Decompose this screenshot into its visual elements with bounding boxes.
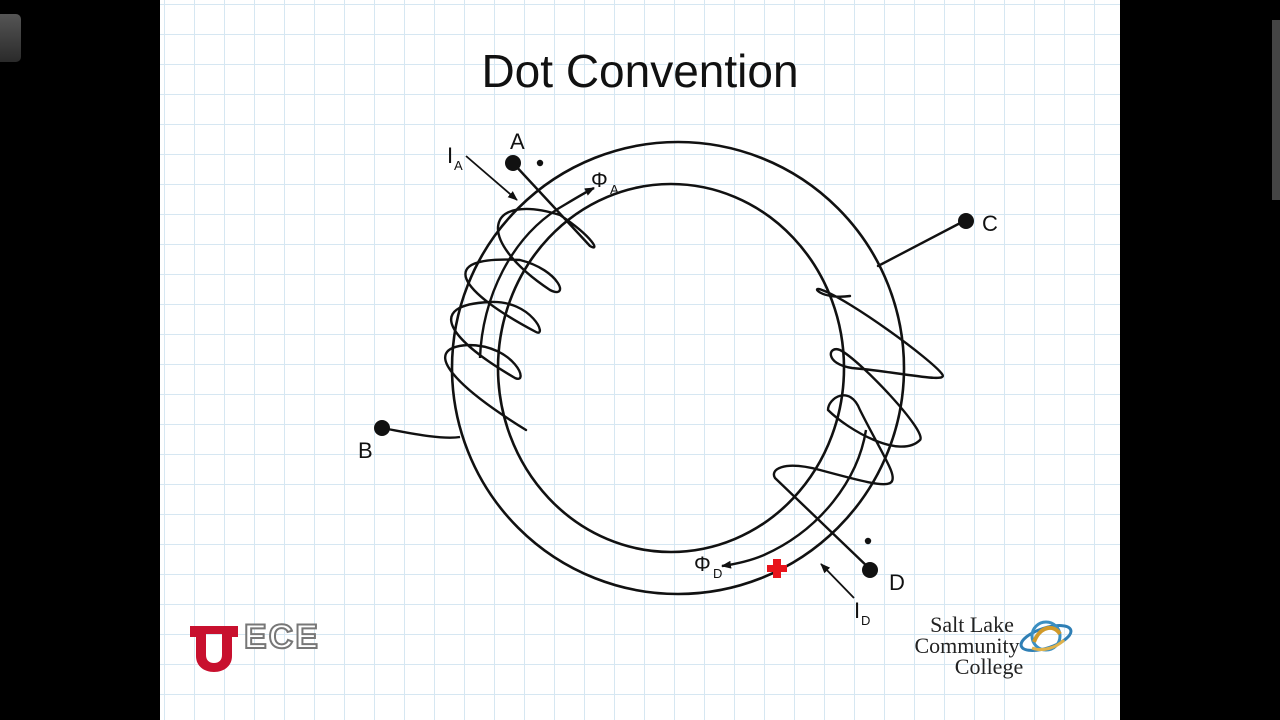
u-logo-icon	[190, 626, 238, 672]
toroid-diagram: A B C D I A I D Φ A Φ D	[358, 129, 998, 628]
flux-a-subscript: A	[610, 182, 619, 197]
current-a-symbol: I	[447, 143, 453, 168]
flux-d-subscript: D	[713, 566, 722, 581]
flux-a-path	[478, 186, 595, 359]
terminal-c-label: C	[982, 211, 998, 236]
current-a-subscript: A	[454, 158, 463, 173]
terminal-b-node	[374, 420, 390, 436]
terminal-d-node	[862, 562, 878, 578]
current-d-arrow	[820, 563, 855, 599]
college-line-2: Community	[914, 633, 1020, 658]
polarity-dot-a	[536, 159, 544, 167]
college-line-1: Salt Lake	[930, 612, 1014, 637]
college-line-3: College	[954, 654, 1024, 679]
flux-d-symbol: Φ	[694, 553, 711, 576]
coil-a-winding	[444, 161, 596, 432]
terminal-a-node	[505, 155, 521, 171]
current-d-subscript: D	[861, 613, 870, 628]
ece-wordmark: ECE	[243, 617, 320, 657]
core-outer-ring	[450, 140, 906, 596]
current-a-arrow	[465, 155, 518, 201]
coil-d-winding	[772, 218, 968, 572]
window-edge-tab	[0, 14, 21, 62]
flux-d-path	[721, 429, 868, 569]
college-emblem-icon	[1019, 620, 1073, 652]
coil-a-lead-b	[381, 426, 461, 439]
scrollbar-edge	[1272, 20, 1280, 200]
terminal-c-node	[958, 213, 974, 229]
slide-title: Dot Convention	[481, 45, 799, 97]
college-wordmark: Salt Lake Community College	[908, 612, 1026, 679]
current-d-symbol: I	[854, 598, 860, 623]
flux-a-symbol: Φ	[591, 169, 608, 192]
polarity-dot-d	[864, 537, 872, 545]
terminal-b-label: B	[358, 438, 373, 463]
terminal-d-label: D	[889, 570, 905, 595]
terminal-a-label: A	[510, 129, 525, 154]
core-inner-ring	[496, 182, 846, 554]
red-plus-marker	[767, 559, 787, 578]
slide: Dot Convention	[160, 0, 1120, 720]
